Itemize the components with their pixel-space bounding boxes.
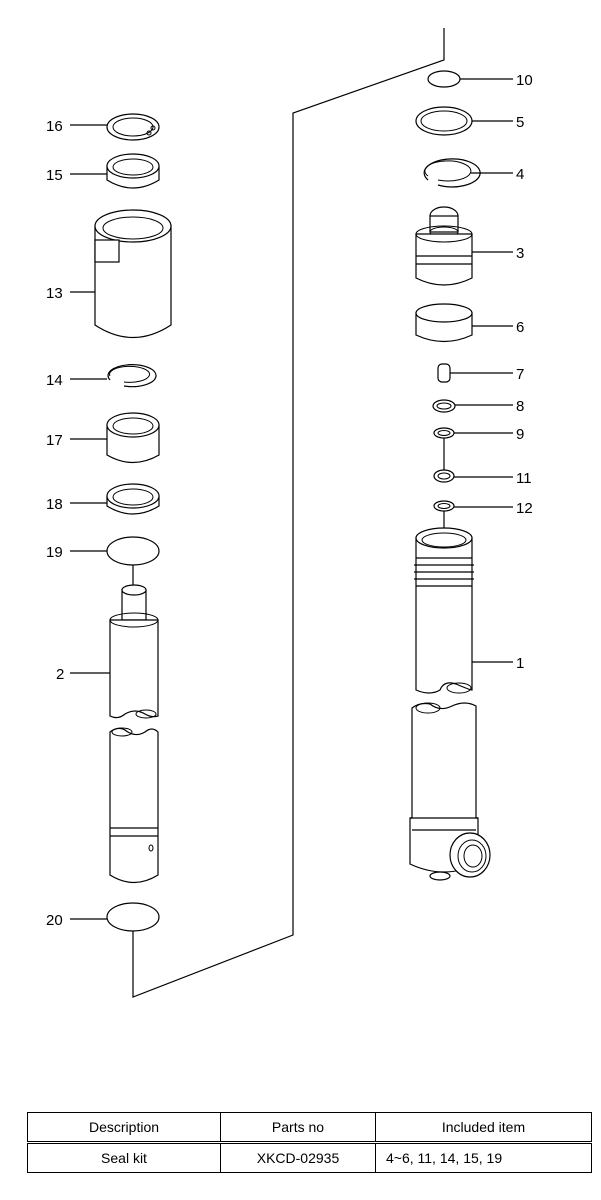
callout-9: 9 — [516, 426, 524, 443]
table-row: Seal kit XKCD-02935 4~6, 11, 14, 15, 19 — [27, 1142, 592, 1173]
callout-10: 10 — [516, 72, 533, 89]
frame-line — [132, 28, 445, 998]
table-header-row: Description Parts no Included item — [27, 1112, 592, 1144]
cell-description: Seal kit — [27, 1142, 221, 1173]
header-included-item: Included item — [375, 1112, 592, 1144]
callout-5: 5 — [516, 114, 524, 131]
part-16-ring — [70, 113, 160, 141]
part-1-cylinder-base — [409, 702, 491, 881]
part-9-small-ring — [433, 427, 513, 439]
seal-kit-table: Description Parts no Included item Seal … — [27, 1112, 592, 1173]
part-1-cylinder-body — [414, 527, 513, 694]
part-20-disc — [70, 902, 160, 932]
callout-2: 2 — [56, 666, 64, 683]
callout-18: 18 — [46, 496, 63, 513]
callout-6: 6 — [516, 319, 524, 336]
callout-12: 12 — [516, 500, 533, 517]
callout-20: 20 — [46, 912, 63, 929]
callout-19: 19 — [46, 544, 63, 561]
callout-3: 3 — [516, 245, 524, 262]
part-2-plunger-lower — [109, 727, 159, 884]
part-17-bushing — [70, 412, 160, 464]
part-2-plunger — [70, 584, 159, 719]
part-4-split-ring — [423, 158, 513, 188]
part-3-piston — [415, 206, 513, 286]
part-19-disc — [70, 536, 160, 585]
callout-17: 17 — [46, 432, 63, 449]
part-10-disc — [427, 70, 513, 88]
callout-13: 13 — [46, 285, 63, 302]
part-13-sleeve — [70, 209, 172, 339]
part-11-small-ring — [433, 438, 513, 483]
part-7-pin — [437, 363, 513, 383]
callout-1: 1 — [516, 655, 524, 672]
callout-7: 7 — [516, 366, 524, 383]
header-parts-no: Parts no — [220, 1112, 376, 1144]
cell-included-item: 4~6, 11, 14, 15, 19 — [375, 1142, 592, 1173]
callout-15: 15 — [46, 167, 63, 184]
cell-parts-no: XKCD-02935 — [220, 1142, 376, 1173]
part-6-bushing — [415, 303, 513, 343]
part-14-split-ring — [70, 364, 157, 388]
callout-14: 14 — [46, 372, 63, 389]
part-15-bushing — [70, 153, 160, 189]
callout-11: 11 — [516, 470, 532, 487]
part-5-ring — [415, 106, 513, 136]
part-12-small-ring — [433, 500, 513, 528]
exploded-parts-diagram: 10 5 4 3 6 7 8 9 11 12 1 16 15 13 14 17 … — [46, 28, 533, 998]
callout-16: 16 — [46, 118, 63, 135]
callout-4: 4 — [516, 166, 524, 183]
part-8-small-ring — [432, 399, 513, 413]
header-description: Description — [27, 1112, 221, 1144]
callout-8: 8 — [516, 398, 524, 415]
part-18-ring — [70, 483, 160, 515]
